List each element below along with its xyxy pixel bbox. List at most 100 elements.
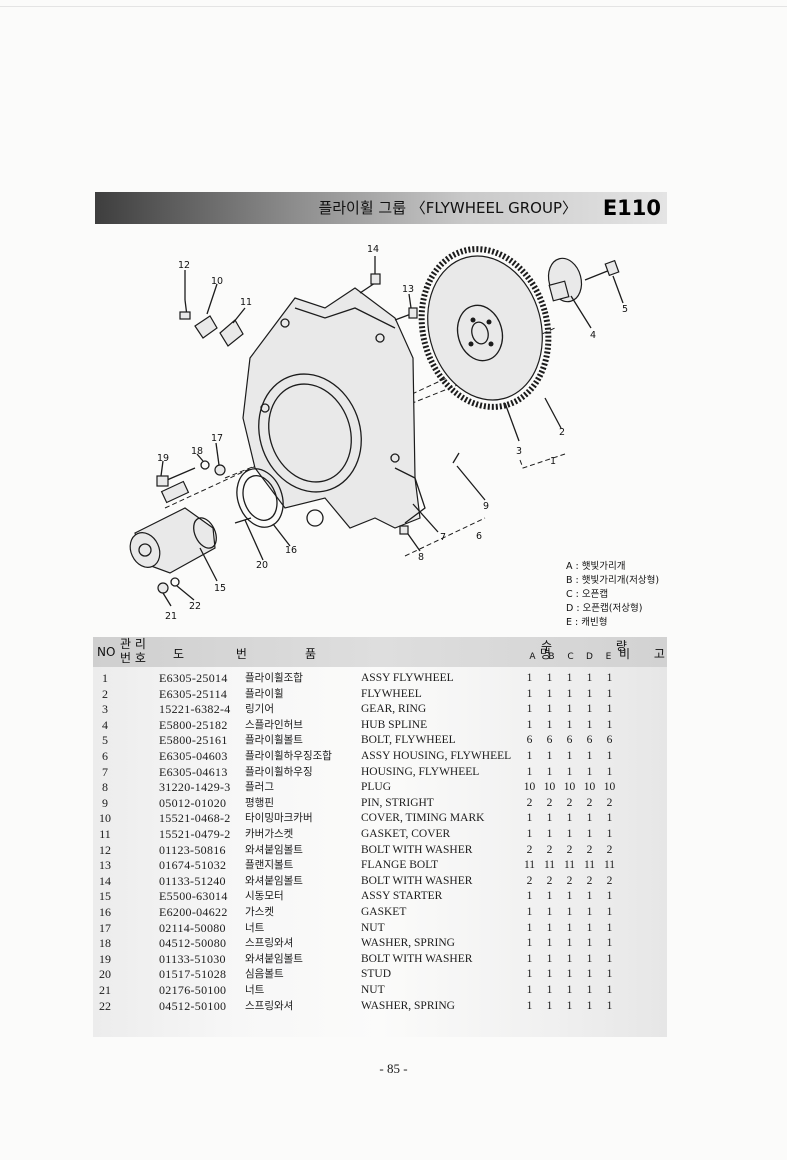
qty-b: 1 bbox=[546, 968, 553, 981]
qty-c: 1 bbox=[566, 750, 573, 762]
part-name-english: FLANGE BOLT bbox=[361, 859, 439, 872]
part-name-korean: 카버가스켓 bbox=[245, 828, 294, 840]
group-6-bracket bbox=[404, 517, 486, 557]
part-number: 15221-6382-4 bbox=[159, 702, 231, 717]
callout-22: 22 bbox=[189, 601, 201, 612]
qty-e: 2 bbox=[606, 843, 613, 856]
part-name-english: WASHER, SPRING bbox=[361, 999, 455, 1012]
part-number: 15521-0468-2 bbox=[159, 811, 231, 826]
qty-a: 2 bbox=[526, 874, 533, 887]
section-title: 플라이휠 그룹 〈FLYWHEEL GROUP〉 bbox=[318, 199, 577, 217]
header-management-bottom: 번 호 bbox=[120, 651, 146, 665]
qty-b: 10 bbox=[543, 781, 556, 794]
gasket-drawing bbox=[236, 468, 284, 528]
qty-e: 1 bbox=[606, 828, 613, 840]
bolt-19-drawing bbox=[156, 467, 196, 487]
qty-a: 1 bbox=[526, 812, 533, 825]
callout-19: 19 bbox=[157, 453, 169, 464]
part-name-english: HOUSING, FLYWHEEL bbox=[361, 765, 480, 778]
qty-d: 6 bbox=[586, 734, 593, 747]
header-management-number: 관 리 번 호 bbox=[120, 637, 146, 665]
qty-d: 1 bbox=[586, 968, 593, 981]
part-number: 02114-50080 bbox=[159, 920, 226, 935]
qty-d: 2 bbox=[586, 874, 593, 887]
callout-6: 6 bbox=[476, 531, 482, 542]
part-name-korean: 와셔붙임볼트 bbox=[245, 843, 303, 856]
qty-e: 1 bbox=[606, 687, 613, 700]
callout-5: 5 bbox=[622, 304, 628, 315]
legend-item-a: A : 햇빛가리개 bbox=[566, 561, 626, 572]
callout-1: 1 bbox=[550, 456, 556, 467]
part-name-english: BOLT WITH WASHER bbox=[361, 843, 473, 856]
header-col-e: E bbox=[605, 652, 612, 662]
spline-hub-drawing bbox=[547, 257, 583, 303]
part-name-english: WASHER, SPRING bbox=[361, 937, 455, 950]
part-name-korean: 와셔붙임볼트 bbox=[245, 874, 303, 887]
legend-item-c: C : 오픈캡 bbox=[566, 589, 609, 600]
qty-c: 1 bbox=[566, 921, 573, 934]
qty-d: 1 bbox=[586, 984, 593, 996]
header-management-top: 관 리 bbox=[120, 637, 146, 651]
part-name-english: ASSY STARTER bbox=[361, 890, 443, 903]
qty-a: 1 bbox=[526, 687, 533, 700]
leader-lines bbox=[160, 256, 624, 607]
qty-c: 1 bbox=[566, 984, 573, 996]
row-number: 20 bbox=[99, 967, 111, 982]
qty-c: 1 bbox=[566, 968, 573, 981]
qty-b: 1 bbox=[546, 750, 553, 762]
group-1-bracket bbox=[519, 453, 566, 469]
qty-e: 1 bbox=[606, 999, 613, 1012]
part-name-english: GEAR, RING bbox=[361, 703, 427, 716]
qty-e: 1 bbox=[606, 937, 613, 950]
callout-13: 13 bbox=[402, 284, 414, 295]
qty-d: 1 bbox=[586, 703, 593, 716]
row-number: 9 bbox=[102, 795, 108, 810]
qty-b: 11 bbox=[543, 859, 556, 872]
qty-c: 1 bbox=[566, 890, 573, 903]
part-number: E5800-25182 bbox=[159, 717, 228, 732]
part-name-english: BOLT, FLYWHEEL bbox=[361, 734, 456, 747]
part-name-korean: 플라이휠하우징 bbox=[245, 765, 313, 778]
qty-b: 1 bbox=[546, 718, 553, 731]
row-number: 1 bbox=[102, 671, 108, 685]
part-name-korean: 스플라인허브 bbox=[245, 718, 303, 731]
part-name-english: HUB SPLINE bbox=[361, 718, 428, 731]
part-name-korean: 타이밍마크카버 bbox=[245, 812, 313, 825]
row-number: 8 bbox=[102, 780, 108, 795]
row-number: 6 bbox=[102, 749, 108, 763]
part-name-english: ASSY FLYWHEEL bbox=[361, 672, 454, 684]
qty-c: 6 bbox=[566, 734, 573, 747]
qty-a: 1 bbox=[526, 999, 533, 1012]
qty-c: 2 bbox=[566, 796, 573, 809]
qty-d: 11 bbox=[583, 859, 596, 872]
qty-b: 1 bbox=[546, 937, 553, 950]
row-number: 3 bbox=[102, 702, 108, 717]
qty-d: 1 bbox=[586, 921, 593, 934]
header-col-d: D bbox=[586, 652, 593, 662]
qty-a: 1 bbox=[526, 765, 533, 778]
part-name-korean: 플라이휠볼트 bbox=[245, 734, 303, 747]
header-drawing-number: 도 번 bbox=[173, 647, 271, 661]
qty-d: 1 bbox=[586, 906, 593, 918]
qty-b: 1 bbox=[546, 921, 553, 934]
row-number: 14 bbox=[99, 873, 111, 888]
qty-b: 2 bbox=[546, 843, 553, 856]
qty-a: 1 bbox=[526, 984, 533, 996]
qty-e: 1 bbox=[606, 921, 613, 934]
qty-c: 1 bbox=[566, 765, 573, 778]
qty-d: 1 bbox=[586, 672, 593, 684]
part-name-english: PIN, STRIGHT bbox=[361, 796, 434, 809]
qty-e: 1 bbox=[606, 984, 613, 996]
callout-2: 2 bbox=[559, 427, 565, 438]
row-number: 13 bbox=[99, 858, 111, 873]
row-number: 16 bbox=[99, 905, 111, 919]
qty-c: 2 bbox=[566, 874, 573, 887]
row-number: 22 bbox=[99, 998, 111, 1013]
qty-d: 1 bbox=[586, 952, 593, 965]
